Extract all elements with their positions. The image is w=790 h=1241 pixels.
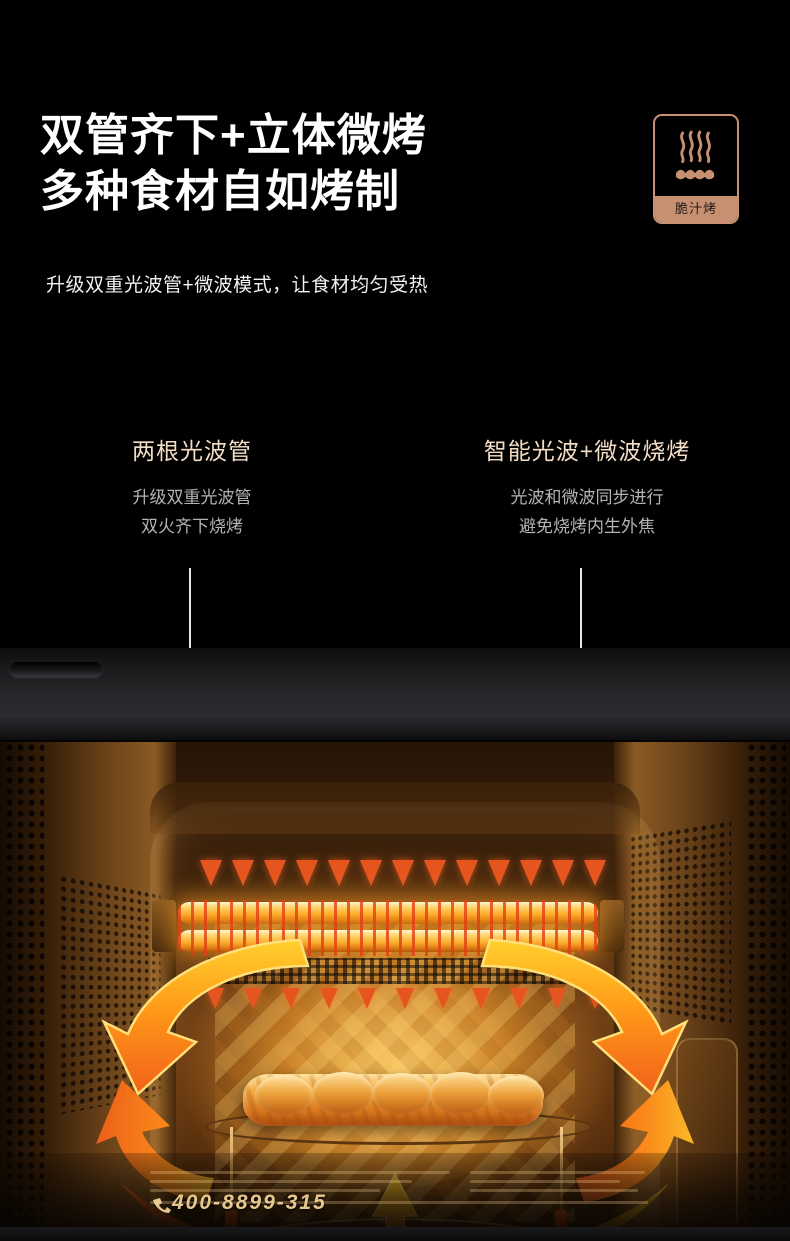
- ceiling-bracket: [150, 782, 640, 834]
- page-title: 双管齐下+立体微烤 多种食材自如烤制: [40, 111, 427, 217]
- feature-callout-right: 智能光波+微波烧烤 光波和微波同步进行 避免烧烤内生外焦: [432, 432, 742, 541]
- heat-arrow: [584, 860, 606, 886]
- tube-end-cap-left: [152, 900, 176, 952]
- phone-handset-icon: [153, 1198, 171, 1213]
- feature-description: 升级双重光波管 双火齐下烧烤: [132, 488, 252, 537]
- oven-bottom-edge: [0, 1227, 790, 1241]
- heat-arrow: [472, 988, 490, 1009]
- heat-arrow: [206, 988, 224, 1009]
- oven-cavity: 400-8899-315: [0, 742, 790, 1241]
- cavity-warning-label: [150, 1167, 650, 1211]
- food-piece: [312, 1072, 374, 1114]
- food-piece: [488, 1076, 544, 1115]
- food-piece: [430, 1072, 492, 1114]
- heat-arrow: [328, 860, 350, 886]
- heat-arrow: [200, 860, 222, 886]
- heat-arrow: [244, 988, 262, 1009]
- service-hotline: 400-8899-315: [172, 1191, 327, 1214]
- oven-door-frame: [0, 648, 790, 743]
- heat-arrow: [552, 860, 574, 886]
- heat-arrow: [232, 860, 254, 886]
- food-piece: [255, 1075, 313, 1115]
- heat-arrow: [520, 860, 542, 886]
- heat-arrow: [320, 988, 338, 1009]
- heat-arrow: [282, 988, 300, 1009]
- heat-arrow: [392, 860, 414, 886]
- oven-door-handle: [10, 662, 102, 677]
- page-subtitle: 升级双重光波管+微波模式，让食材均匀受热: [46, 275, 429, 296]
- heat-arrow: [548, 988, 566, 1009]
- heat-arrow: [456, 860, 478, 886]
- cavity-floor: [0, 1153, 790, 1241]
- heat-arrow: [396, 988, 414, 1009]
- badge-label: 脆汁烤: [655, 196, 737, 222]
- heat-arrow: [264, 860, 286, 886]
- heat-arrow: [488, 860, 510, 886]
- feature-title: 两根光波管: [132, 438, 252, 464]
- heat-waves-icon: [675, 130, 715, 180]
- food-piece: [372, 1073, 432, 1114]
- tube-end-cap-right: [600, 900, 624, 952]
- heat-arrow: [358, 988, 376, 1009]
- heat-arrow: [360, 860, 382, 886]
- heat-arrow: [424, 860, 446, 886]
- heat-arrow: [434, 988, 452, 1009]
- crisp-grill-badge: 脆汁烤: [653, 114, 739, 224]
- heat-arrow: [510, 988, 528, 1009]
- heat-arrow: [296, 860, 318, 886]
- oven-interior-illustration: 400-8899-315: [0, 648, 790, 1241]
- feature-callout-left: 两根光波管 升级双重光波管 双火齐下烧烤: [62, 432, 322, 541]
- feature-title: 智能光波+微波烧烤: [483, 438, 691, 464]
- feature-description: 光波和微波同步进行 避免烧烤内生外焦: [510, 488, 664, 537]
